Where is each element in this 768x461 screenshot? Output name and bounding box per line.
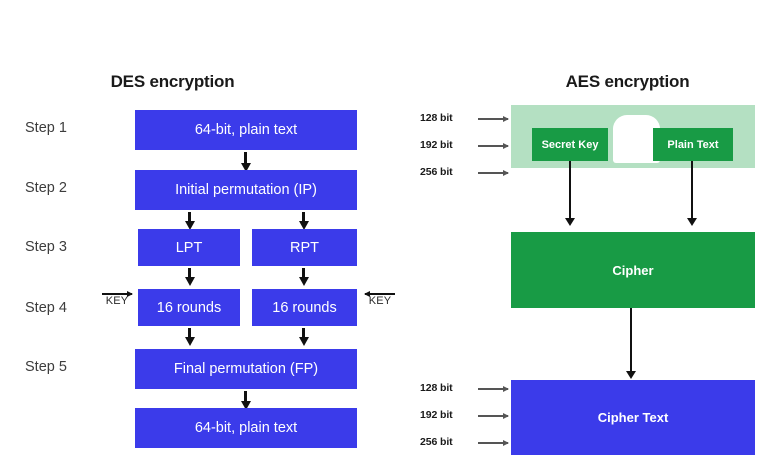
des-box-rpt: RPT bbox=[252, 229, 357, 266]
des-arrow-roundsright-fp bbox=[302, 328, 305, 338]
aes-output-arrow-192 bbox=[478, 415, 508, 417]
aes-panel-title: AES encryption bbox=[565, 72, 690, 91]
aes-output-bit-label-128: 128 bit bbox=[420, 382, 453, 394]
des-arrow-ip-rpt bbox=[302, 212, 305, 222]
aes-output-arrow-128 bbox=[478, 388, 508, 390]
aes-arch-shape bbox=[613, 115, 660, 163]
des-step-label-2: Step 2 bbox=[25, 180, 67, 196]
aes-arrow-secretkey-cipher bbox=[569, 161, 571, 218]
des-box-final-permutation: Final permutation (FP) bbox=[135, 349, 357, 389]
key-arrow-right-icon bbox=[102, 293, 132, 295]
aes-input-arrow-256 bbox=[478, 172, 508, 174]
des-arrow-fp-plaintext bbox=[244, 391, 247, 402]
des-box-plain-text-bottom: 64-bit, plain text bbox=[135, 408, 357, 448]
des-box-plain-text-top: 64-bit, plain text bbox=[135, 110, 357, 150]
des-key-label-right: KEY bbox=[368, 294, 392, 307]
des-arrow-step1-step2 bbox=[244, 152, 247, 164]
des-arrow-lpt-rounds bbox=[188, 268, 191, 278]
aes-box-secret-key: Secret Key bbox=[532, 128, 608, 161]
des-step-label-4: Step 4 bbox=[25, 300, 67, 316]
aes-output-arrow-256 bbox=[478, 442, 508, 444]
des-panel-title: DES encryption bbox=[110, 72, 235, 91]
des-step-label-1: Step 1 bbox=[25, 120, 67, 136]
aes-box-cipher: Cipher bbox=[511, 232, 755, 308]
aes-output-bit-label-256: 256 bit bbox=[420, 436, 453, 448]
des-key-label-left: KEY bbox=[105, 294, 129, 307]
des-arrow-ip-lpt bbox=[188, 212, 191, 222]
aes-box-cipher-text: Cipher Text bbox=[511, 380, 755, 455]
aes-arrow-cipher-ciphertext bbox=[630, 308, 632, 371]
des-step-label-3: Step 3 bbox=[25, 239, 67, 255]
des-arrow-rpt-rounds bbox=[302, 268, 305, 278]
aes-input-arrow-128 bbox=[478, 118, 508, 120]
des-box-lpt: LPT bbox=[138, 229, 240, 266]
aes-input-bit-label-128: 128 bit bbox=[420, 112, 453, 124]
aes-input-bit-label-192: 192 bit bbox=[420, 139, 453, 151]
aes-input-bit-label-256: 256 bit bbox=[420, 166, 453, 178]
aes-output-bit-label-192: 192 bit bbox=[420, 409, 453, 421]
key-arrow-left-icon bbox=[365, 293, 395, 295]
aes-input-arrow-192 bbox=[478, 145, 508, 147]
aes-arrow-plaintext-cipher bbox=[691, 161, 693, 218]
des-key-annotation-left: KEY bbox=[99, 293, 135, 307]
des-box-rounds-left: 16 rounds bbox=[138, 289, 240, 326]
aes-box-plain-text: Plain Text bbox=[653, 128, 733, 161]
des-arrow-roundsleft-fp bbox=[188, 328, 191, 338]
des-key-annotation-right: KEY bbox=[362, 293, 398, 307]
des-box-initial-permutation: Initial permutation (IP) bbox=[135, 170, 357, 210]
des-box-rounds-right: 16 rounds bbox=[252, 289, 357, 326]
des-step-label-5: Step 5 bbox=[25, 359, 67, 375]
